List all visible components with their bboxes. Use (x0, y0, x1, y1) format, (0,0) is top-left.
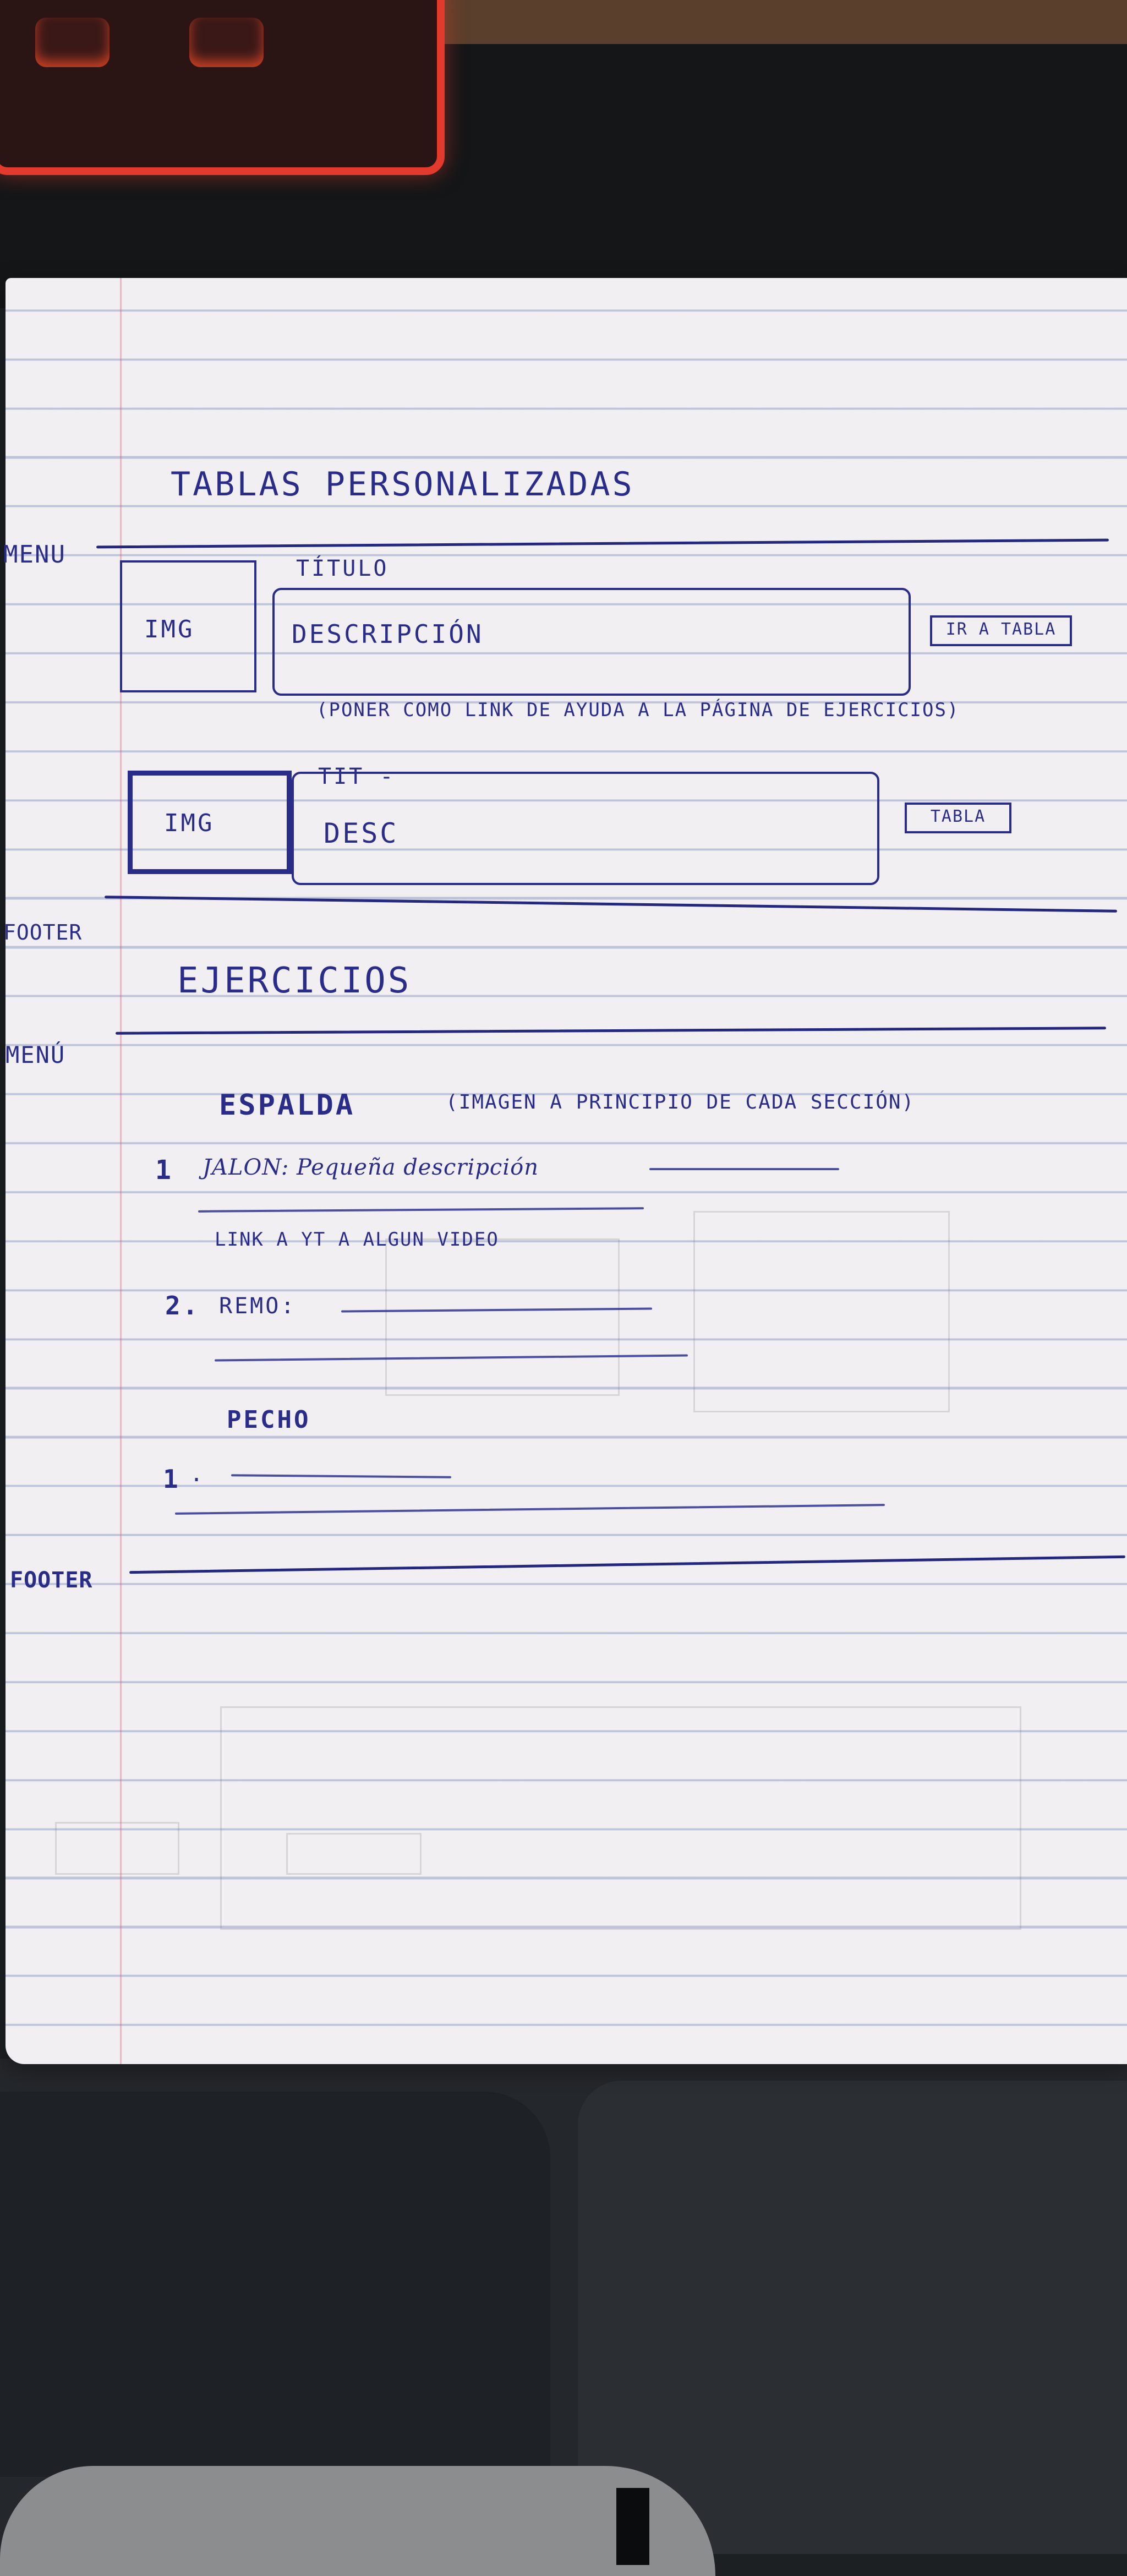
dark-bag (578, 2081, 1127, 2554)
group-heading-espalda: ESPALDA (219, 1089, 355, 1122)
table-button[interactable]: TABLA (905, 803, 1011, 833)
show-through-box (286, 1833, 422, 1875)
show-through-box (220, 1706, 1021, 1930)
show-through-box (385, 1238, 620, 1396)
notebook-page (6, 278, 1127, 2064)
card-description: DESCRIPCIÓN (292, 619, 484, 649)
dark-bag (0, 2092, 550, 2477)
description-box (272, 588, 911, 696)
youtube-video-link[interactable]: LINK A YT A ALGUN VIDEO (215, 1229, 499, 1251)
glowing-key (189, 18, 264, 67)
grey-fabric (0, 2466, 715, 2576)
glowing-key (35, 18, 110, 67)
exercise-description: JALON: Pequeña descripción (203, 1155, 539, 1180)
group-heading-pecho: PECHO (227, 1406, 311, 1434)
page-margin-line (120, 278, 122, 2064)
card-title[interactable]: TIT - (318, 764, 396, 789)
black-strap (616, 2488, 649, 2565)
wooden-table-edge (418, 0, 1127, 44)
exercise-number: 1 (163, 1464, 180, 1494)
exercise-description: REMO: (219, 1294, 297, 1319)
show-through-box (55, 1822, 179, 1875)
exercise-description: . (190, 1461, 206, 1487)
footer-label: FOOTER (3, 920, 83, 945)
image-placeholder-label: IMG (144, 615, 195, 643)
exercise-number: 2. (165, 1291, 200, 1320)
card-description: DESC (324, 817, 399, 849)
help-link-note: (PONER COMO LINK DE AYUDA A LA PÁGINA DE… (316, 699, 960, 721)
card-title[interactable]: TÍTULO (296, 556, 389, 581)
go-to-table-button[interactable]: IR A TABLA (930, 615, 1072, 646)
handwritten-scribble (649, 1168, 839, 1170)
footer-label: FOOTER (10, 1568, 93, 1593)
page-title-ejercicios: EJERCICIOS (177, 960, 412, 1001)
show-through-box (693, 1211, 950, 1412)
page-title-tablas: TABLAS PERSONALIZADAS (171, 465, 634, 504)
description-box (292, 772, 879, 885)
menu-label: MENU (3, 541, 66, 569)
image-placeholder (120, 560, 256, 692)
exercise-number: 1 (155, 1155, 173, 1186)
red-lit-device (0, 0, 445, 175)
menu-label: MENÚ (6, 1041, 66, 1068)
image-placeholder-label: IMG (164, 809, 215, 837)
group-heading-note: (IMAGEN A PRINCIPIO DE CADA SECCIÓN) (446, 1091, 915, 1114)
image-placeholder (128, 771, 292, 874)
